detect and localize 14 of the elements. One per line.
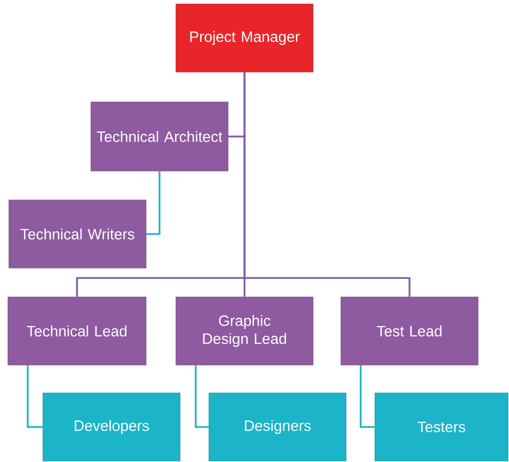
connector-line <box>244 72 410 297</box>
connector-line <box>26 365 43 428</box>
role-box: Technical Writers <box>8 200 146 268</box>
role-box: Test Lead <box>340 296 478 366</box>
team-box: Testers <box>374 392 508 462</box>
role-box: Technical Architect <box>90 102 228 172</box>
connector-line <box>360 365 375 428</box>
team-box: Designers <box>208 392 346 462</box>
connector-line <box>146 171 160 235</box>
connector-line <box>194 365 209 428</box>
role-box: Technical Lead <box>8 296 146 366</box>
role-box: Graphic Design Lead <box>176 296 314 366</box>
team-box: Developers <box>42 392 180 462</box>
manager-box: Project Manager <box>176 4 314 72</box>
